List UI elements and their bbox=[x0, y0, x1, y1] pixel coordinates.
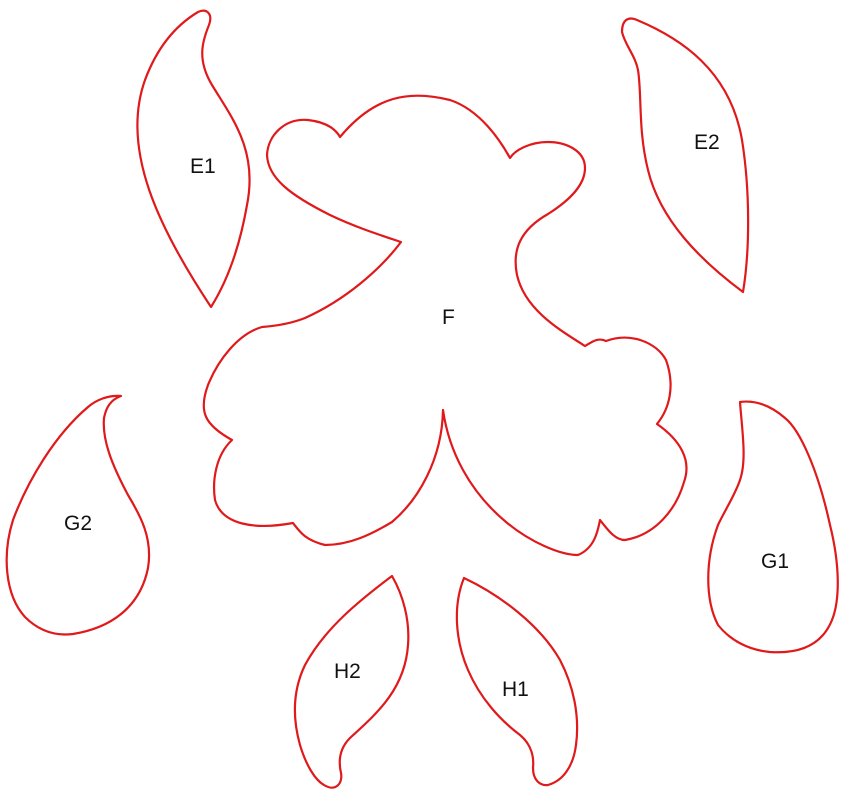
piece-g2-label: G2 bbox=[64, 512, 92, 535]
piece-h1: H1 bbox=[455, 576, 579, 787]
piece-g1-label: G1 bbox=[761, 550, 789, 573]
piece-f-label: F bbox=[442, 306, 455, 329]
piece-g2-outline bbox=[5, 394, 151, 636]
piece-h1-outline bbox=[455, 576, 579, 787]
piece-e1-outline bbox=[136, 9, 251, 309]
piece-e2-label: E2 bbox=[694, 131, 720, 154]
piece-f-outline bbox=[202, 94, 688, 557]
piece-h1-label: H1 bbox=[502, 678, 529, 701]
piece-f: F bbox=[202, 94, 688, 557]
piece-e2-outline bbox=[620, 17, 750, 294]
piece-g1: G1 bbox=[707, 400, 839, 654]
piece-g1-outline bbox=[707, 400, 839, 654]
piece-e1: E1 bbox=[136, 9, 251, 309]
piece-e2: E2 bbox=[620, 17, 750, 294]
piece-e1-label: E1 bbox=[190, 155, 216, 178]
piece-h2-outline bbox=[293, 574, 410, 789]
piece-h2: H2 bbox=[293, 574, 410, 789]
piece-g2: G2 bbox=[5, 394, 151, 636]
piece-h2-label: H2 bbox=[334, 660, 361, 683]
